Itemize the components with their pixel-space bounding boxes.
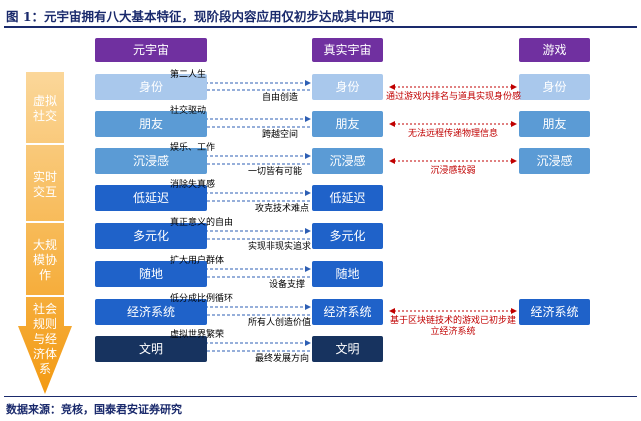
link-label-top: 社交驱动 [170, 106, 207, 116]
link-label-top: 扩大用户群体 [170, 256, 225, 266]
figure-title: 图 1：元宇宙拥有八大基本特征，现阶段内容应用仅初步达成其中四项 [6, 9, 395, 24]
source-rule [4, 396, 637, 397]
down-arrow-icon [18, 72, 72, 394]
real-box-anywhere: 随地 [312, 261, 383, 287]
category-virtual-social: 虚拟社交 [32, 94, 57, 123]
game-note-friends: 无法远程传递物理信息 [407, 129, 498, 139]
header-metaverse: 元宇宙 [95, 38, 207, 62]
category-social-rules-economy: 社会规则与经济体系 [32, 302, 57, 376]
link-label-bottom: 自由创造 [262, 93, 299, 103]
title-rule [4, 26, 637, 28]
game-box-identity: 身份 [519, 74, 590, 100]
game-box-economy: 经济系统 [519, 299, 590, 325]
link-label-bottom: 最终发展方向 [255, 354, 310, 364]
category-realtime-interaction: 实时交互 [32, 170, 57, 199]
real-box-civilization: 文明 [312, 336, 383, 362]
category-large-scale-collab: 大规模协作 [32, 238, 57, 282]
link-label-bottom: 所有人创造价值 [248, 318, 312, 328]
metaverse-box-low-latency: 低延迟 [95, 185, 207, 211]
real-box-economy: 经济系统 [312, 299, 383, 325]
link-label-top: 低分成比例循环 [170, 294, 234, 304]
header-game: 游戏 [519, 38, 590, 62]
link-label-bottom: 一切皆有可能 [248, 167, 303, 177]
real-box-low-latency: 低延迟 [312, 185, 383, 211]
game-note-identity: 通过游戏内排名与道具实现身份感 [386, 92, 522, 102]
link-label-top: 娱乐、工作 [170, 143, 216, 153]
game-box-friends: 朋友 [519, 111, 590, 137]
metaverse-box-friends: 朋友 [95, 111, 207, 137]
link-label-top: 消除失真感 [170, 180, 216, 190]
link-label-bottom: 攻克技术难点 [255, 204, 310, 214]
link-label-bottom: 跨越空间 [262, 130, 299, 140]
game-note-economy-line2: 立经济系统 [430, 327, 476, 337]
real-box-identity: 身份 [312, 74, 383, 100]
metaverse-box-civilization: 文明 [95, 336, 207, 362]
metaverse-box-immersion: 沉浸感 [95, 148, 207, 174]
metaverse-box-diversity: 多元化 [95, 223, 207, 249]
link-label-top: 第二人生 [170, 70, 207, 80]
game-note-economy-line1: 基于区块链技术的游戏已初步建 [389, 316, 516, 326]
link-label-bottom: 设备支撑 [269, 280, 306, 290]
link-label-top: 虚拟世界繁荣 [170, 330, 225, 340]
link-label-bottom: 实现非现实追求 [248, 242, 312, 252]
header-real-universe: 真实宇宙 [312, 38, 383, 62]
game-note-immersion: 沉浸感较弱 [430, 166, 476, 176]
real-box-friends: 朋友 [312, 111, 383, 137]
link-label-top: 真正意义的自由 [170, 218, 234, 228]
game-box-immersion: 沉浸感 [519, 148, 590, 174]
metaverse-box-economy: 经济系统 [95, 299, 207, 325]
real-box-diversity: 多元化 [312, 223, 383, 249]
source-note: 数据来源：竞核，国泰君安证券研究 [6, 403, 182, 416]
metaverse-box-identity: 身份 [95, 74, 207, 100]
real-box-immersion: 沉浸感 [312, 148, 383, 174]
metaverse-box-anywhere: 随地 [95, 261, 207, 287]
